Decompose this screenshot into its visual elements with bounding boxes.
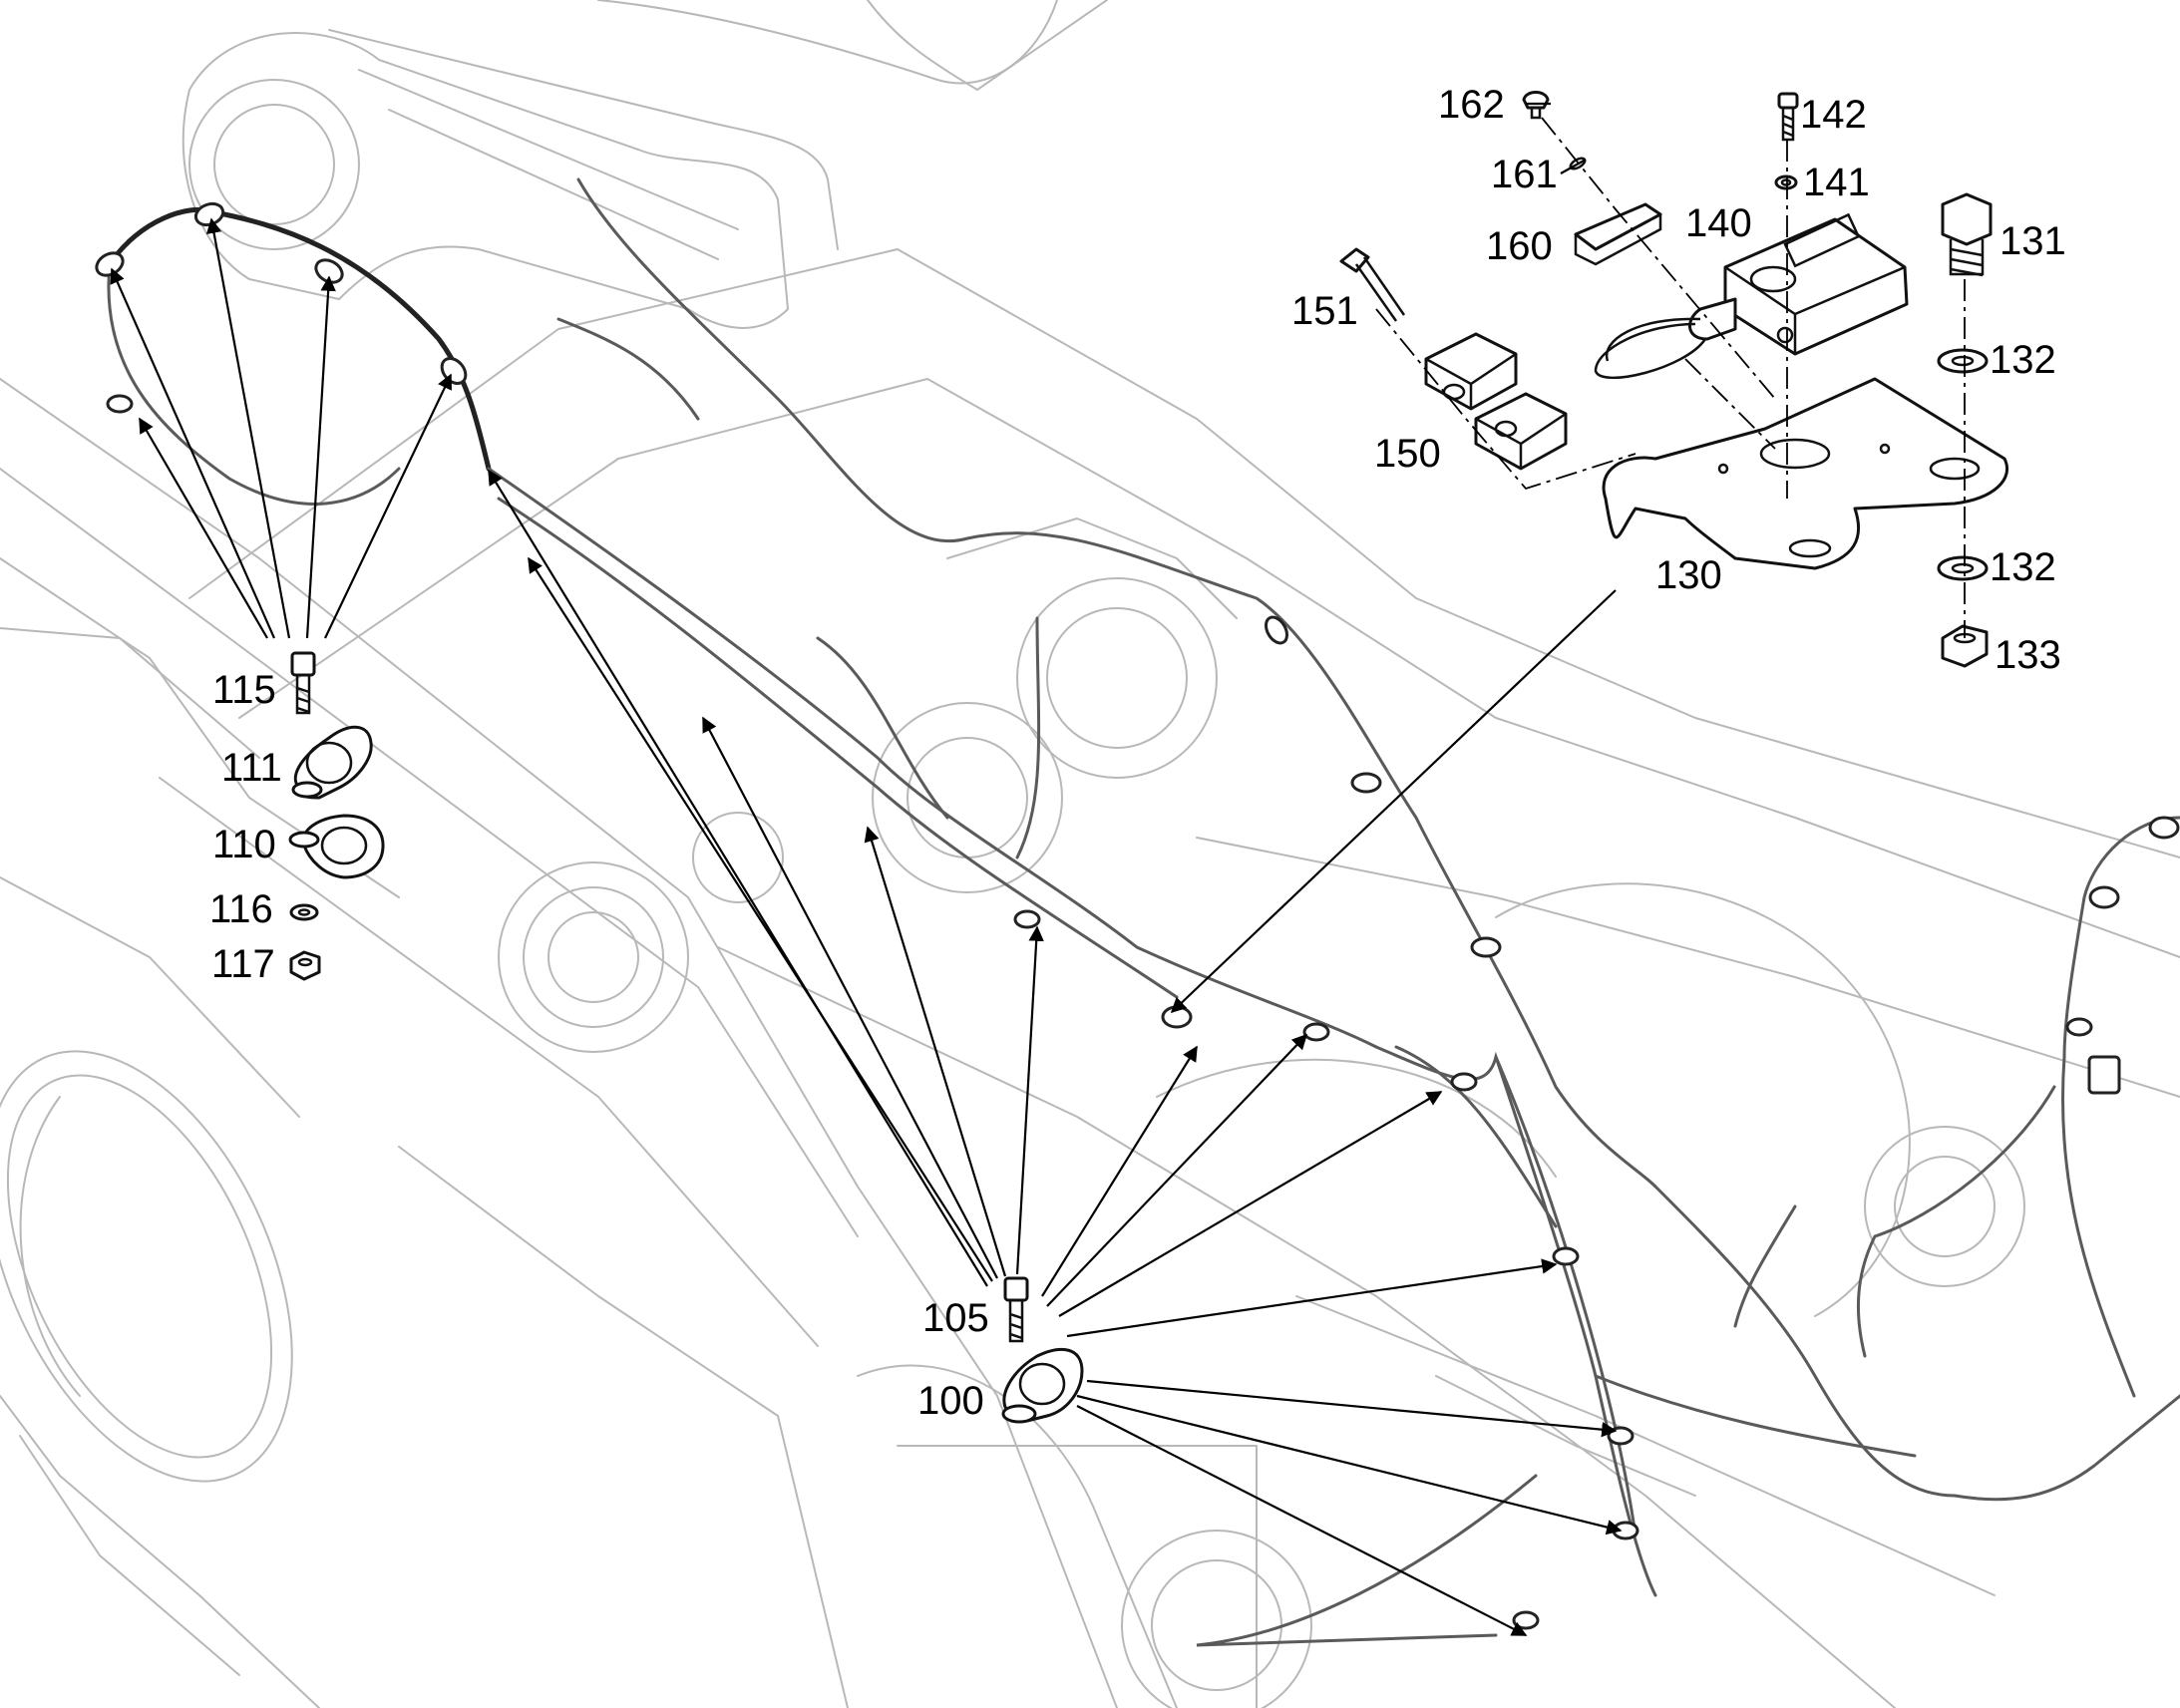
callout-117: 117 — [211, 942, 275, 986]
clamp-110 — [288, 814, 385, 879]
washer-141 — [1774, 174, 1798, 190]
callout-140: 140 — [1685, 201, 1752, 245]
callout-100: 100 — [917, 1379, 984, 1423]
clamp-111 — [291, 725, 373, 800]
callout-132-upper: 132 — [1990, 338, 2056, 382]
callout-132-lower: 132 — [1990, 545, 2056, 589]
washer-132-lower — [1937, 555, 1989, 581]
screw-115 — [290, 651, 316, 715]
callout-105: 105 — [922, 1296, 989, 1340]
screw-162 — [1522, 91, 1550, 120]
callout-161: 161 — [1491, 153, 1558, 196]
callout-141: 141 — [1803, 161, 1870, 204]
assembly-axes — [1375, 117, 1966, 638]
wire-harness — [107, 177, 2180, 1647]
leader-lines — [110, 102, 1623, 1636]
nut-117 — [289, 950, 321, 981]
callout-150: 150 — [1374, 432, 1441, 476]
screw-142 — [1777, 92, 1799, 142]
small-plate — [1574, 202, 1662, 266]
bolt-151 — [1339, 247, 1406, 322]
callout-162: 162 — [1438, 83, 1505, 127]
bolt-131 — [1941, 192, 1993, 277]
harness-clips — [95, 201, 2180, 1630]
screw-105 — [1003, 1276, 1029, 1343]
callout-130: 130 — [1655, 553, 1722, 597]
mounting-bracket — [1602, 377, 2008, 570]
callout-111: 111 — [221, 746, 282, 790]
callout-116: 116 — [209, 887, 273, 931]
callout-142: 142 — [1800, 93, 1867, 137]
callout-131: 131 — [1999, 219, 2066, 263]
clamp-100 — [1001, 1347, 1084, 1424]
washer-116 — [289, 903, 319, 921]
rubber-mounts — [1424, 332, 1568, 471]
nut-133 — [1941, 624, 1989, 668]
callout-110: 110 — [212, 823, 276, 866]
callout-115: 115 — [212, 668, 276, 712]
washer-132-upper — [1937, 348, 1989, 374]
callout-160: 160 — [1486, 224, 1553, 268]
callout-151: 151 — [1291, 289, 1358, 333]
callout-133: 133 — [1995, 633, 2061, 677]
sensor-module — [1594, 212, 1909, 380]
callout-labels: 115 111 110 116 117 105 100 162 161 160 … — [209, 83, 2066, 1423]
